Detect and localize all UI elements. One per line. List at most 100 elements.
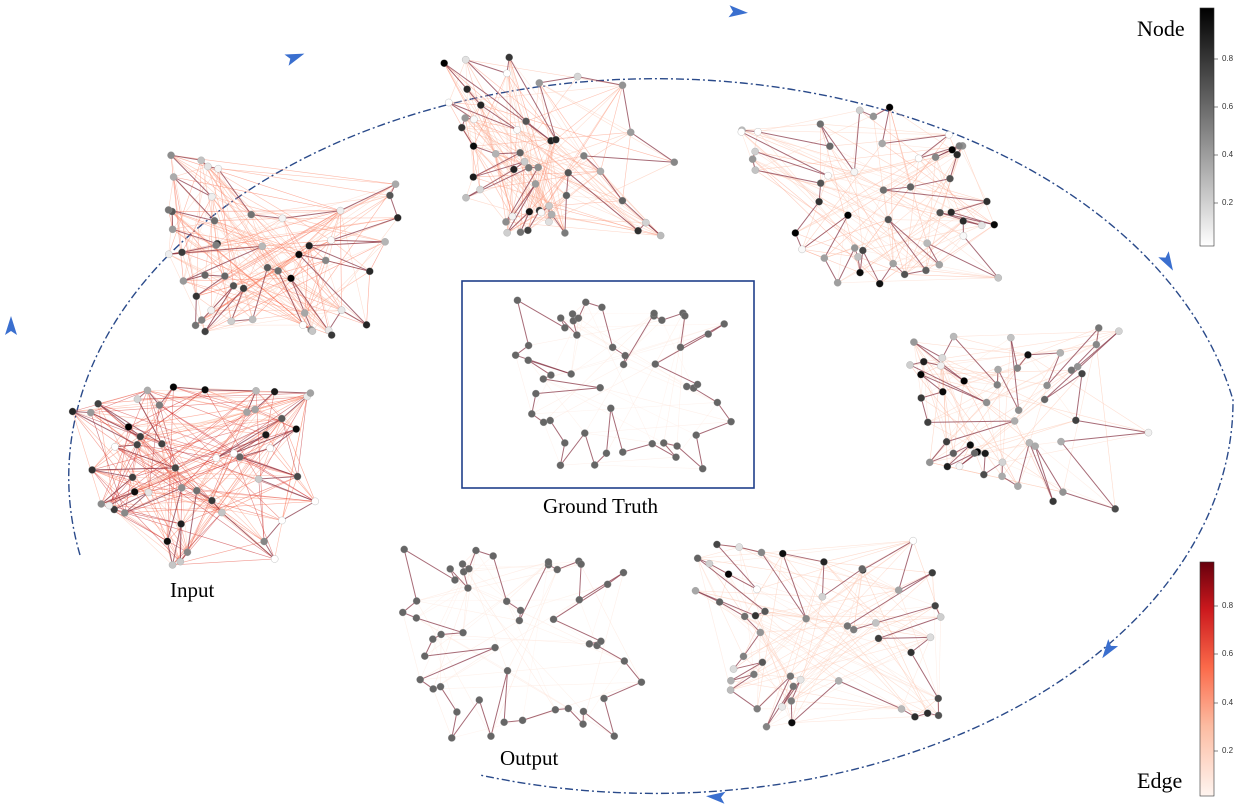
graph-node [1043,381,1051,390]
tour-edge [290,278,333,336]
graph-node [400,545,408,554]
graph-edge [204,389,282,419]
graph-edge [739,546,899,591]
graph-node [177,520,185,528]
graph-node [960,377,968,385]
graph-edge [757,131,964,237]
graph-edge [211,196,252,215]
graph-edge [953,336,1029,356]
tour-edge [1075,419,1149,434]
graph-edge [465,59,513,217]
graph-node [547,210,556,219]
graph-node [247,210,255,219]
graph-node [169,173,178,181]
graph-node [502,597,511,606]
graph-node [582,298,590,306]
graph-edge [137,444,217,459]
graph-node [516,228,525,236]
graph-node [513,296,522,305]
graph-node [110,505,119,514]
graph-edge [132,409,256,478]
graph-node [642,218,650,227]
tour-edge [440,686,458,713]
graph-node [936,613,945,621]
tour-edge [506,183,536,233]
tour-edge [887,219,927,271]
graph-edge [522,561,549,721]
tour-edge [172,228,218,245]
graph-edge [829,145,982,226]
tour-edge [254,391,275,410]
graph-edge [215,210,341,246]
graph-edge [755,145,963,171]
graph-node [724,570,733,578]
graph-edge [663,315,686,444]
tour-edge [791,680,840,724]
graph-node [503,228,511,237]
graph-edge [1096,344,1116,509]
graph-node [158,440,166,448]
graph-node [337,306,346,314]
graph-node [938,354,947,362]
graph-edge [782,553,936,607]
graph-node [600,694,608,703]
tour-edge [1046,352,1061,386]
graph-edge [297,396,308,477]
graph-edge [420,660,625,680]
graph-node [564,704,573,713]
tour-edge [838,680,902,710]
graph-node [212,454,221,462]
tour-edge [263,520,283,542]
graph-node [925,458,934,467]
graph-node [451,576,459,584]
graph-node [477,101,485,109]
tour-edge [761,552,807,620]
graph-node [539,418,548,427]
graph-edge [506,73,566,234]
tour-edge [757,131,830,147]
graph-edge [137,444,259,480]
graph-edge [572,313,655,315]
graph-edge [250,214,268,268]
graph-edge [823,540,914,563]
graph-node [802,614,810,623]
tour-edge [389,195,399,218]
edge-layer [695,540,942,728]
graph-edge [525,121,639,231]
tour-edge [716,402,732,422]
graph-edge [224,210,341,277]
graph-node [524,226,532,235]
graph-node [1040,395,1049,404]
graph-node [386,191,394,200]
graph-node [619,448,627,456]
tour-edge [1062,491,1116,510]
graph-edge [490,569,558,737]
tour-edge [551,214,566,234]
graph-edge [168,160,202,255]
graph-edge [214,220,326,261]
tour-edge [1044,373,1083,400]
tour-edge [1017,442,1030,487]
graph-edge [939,235,964,265]
graph-edge [756,632,761,709]
tour-edge [898,572,933,591]
tour-edge [610,408,624,453]
node-layer [164,151,402,339]
graph-edge [719,574,729,603]
tour-edge [847,572,933,627]
tour-edge [114,446,176,469]
graph-edge [140,409,256,437]
ground-truth-frame [461,280,755,489]
graph-edge [953,380,965,454]
graph-node [704,330,712,338]
graph-edge [529,211,639,232]
graph-node [855,106,864,115]
graph-node [491,643,499,652]
tour-edge [309,241,386,247]
cycle-arrowhead [1158,251,1173,271]
graph-edge [114,446,133,478]
tour-edge [577,76,623,86]
graph-edge [290,245,310,279]
graph-node [535,79,544,87]
tour-edge [173,176,215,222]
